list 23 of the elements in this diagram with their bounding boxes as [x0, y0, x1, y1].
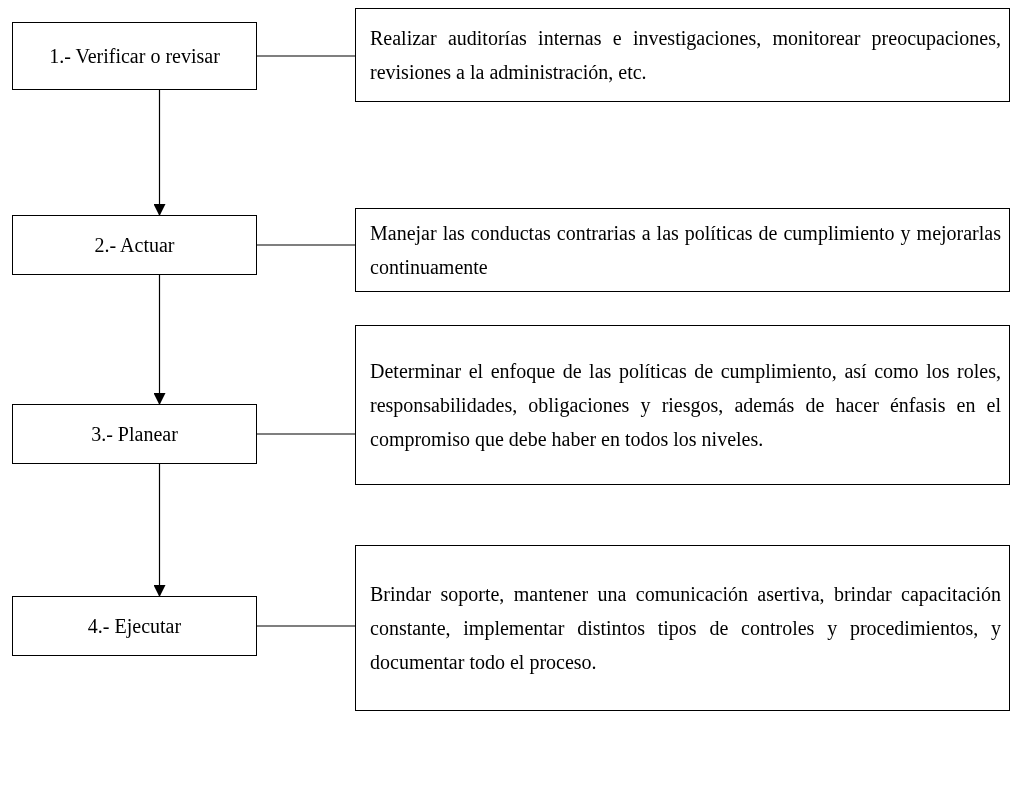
step-label: 2.- Actuar [93, 233, 176, 258]
description-text: Manejar las conductas contrarias a las políticas de cumplimiento y mejorarlas continuamente [370, 221, 1001, 280]
arrow [153, 463, 166, 597]
step-label: 3.- Planear [90, 422, 179, 447]
connector-line [256, 55, 356, 57]
connector-line [256, 625, 356, 627]
step-box [12, 215, 257, 275]
description-text: Determinar el enfoque de las políticas de cumplimiento, así como los roles, responsabilidades, obligaciones y riesgos, además de hacer énfasis en el compromiso que debe haber en todos los niveles. [370, 359, 1001, 453]
description-box [355, 8, 1010, 102]
step-label: 4.- Ejecutar [86, 614, 183, 640]
step-box [12, 404, 257, 464]
step-box [12, 596, 257, 656]
description-text: Realizar auditorías internas e investigaciones, monitorear preocupaciones, revisiones a la administración, etc. [370, 26, 1001, 85]
description-text: Brindar soporte, mantener una comunicación asertiva, brindar capacitación constante, implementar distintos tipos de controles y procedimientos, y documentar todo el proceso. [370, 582, 1001, 676]
description-box [355, 545, 1010, 711]
step-box [12, 22, 257, 90]
connector-line [256, 433, 356, 435]
arrow [153, 89, 166, 216]
description-box [355, 208, 1010, 292]
connector-line [256, 244, 356, 246]
description-box [355, 325, 1010, 485]
arrow [153, 274, 166, 405]
step-label: 1.- Verificar o revisar [48, 44, 221, 69]
